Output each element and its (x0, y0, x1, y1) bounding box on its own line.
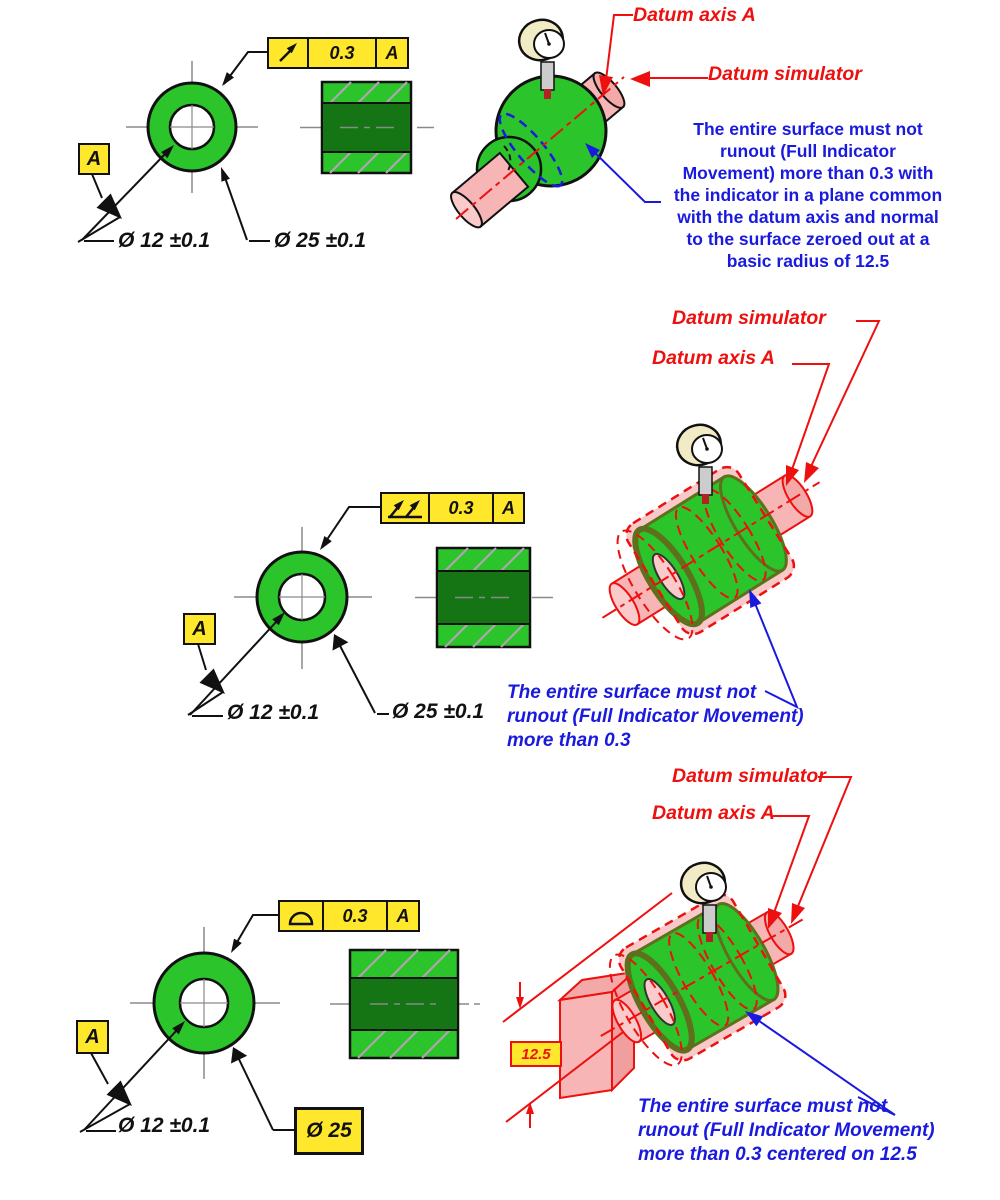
datum-flag-A-1: A (78, 143, 110, 175)
section3-blue-leader (745, 1011, 896, 1116)
section1-blue-leader (585, 143, 661, 203)
note-line: The entire surface must not (507, 682, 757, 703)
note-line: more than 0.3 (507, 730, 631, 751)
gauge-block-3d (556, 969, 638, 1100)
fcf-tolerance: 0.3 (307, 39, 375, 67)
section2-front-view (234, 527, 372, 669)
section3-leaders (79, 914, 294, 1133)
dial-indicator-icon (675, 423, 723, 504)
fcf-datum: A (375, 39, 407, 67)
tolerance-zone-outline (617, 893, 787, 1062)
datum-axis-label-2: Datum axis A (652, 347, 775, 369)
measuring-plane-circle (498, 112, 564, 188)
note-line: to the surface zeroed out at a (686, 229, 930, 249)
note-line: more than 0.3 centered on 12.5 (638, 1144, 917, 1165)
feature-control-frame-2: 0.3 A (380, 492, 525, 524)
note-line: Movement) more than 0.3 with (682, 163, 934, 183)
datum-axis-label-1: Datum axis A (633, 4, 756, 26)
fcf-tolerance: 0.3 (428, 494, 492, 522)
section3-3d-figure (600, 861, 806, 1067)
feature-control-frame-3: 0.3 A (278, 900, 420, 932)
note-2: The entire surface must not runout (Full… (507, 681, 804, 753)
datum-flag-A-2: A (183, 613, 216, 645)
feature-control-frame-1: 0.3 A (267, 37, 409, 69)
datum-axis-line (601, 481, 821, 619)
circular-runout-icon (269, 39, 307, 67)
dim-inner-1: Ø 12 ±0.1 (118, 229, 211, 252)
dim-inner-2: Ø 12 ±0.1 (227, 701, 320, 724)
section1-leaders (77, 51, 270, 243)
datum-axis-label-3: Datum axis A (652, 802, 775, 824)
dial-indicator-icon (679, 861, 727, 942)
note-line: with the datum axis and normal (677, 207, 939, 227)
basic-dim-box-diameter: Ø 25 (294, 1107, 364, 1155)
dim-outer-1: Ø 25 ±0.1 (274, 229, 367, 252)
note-1: The entire surface must not runout (Full… (618, 118, 998, 272)
datum-simulator-label-3: Datum simulator (672, 765, 826, 787)
section2-blue-leader (749, 589, 799, 710)
section1-3d-figure (450, 18, 626, 229)
datum-simulator-label-1: Datum simulator (708, 63, 862, 85)
fcf-datum: A (492, 494, 523, 522)
fcf-tolerance: 0.3 (322, 902, 386, 930)
datum-axis-line (455, 76, 625, 220)
section2-red-leaders (786, 320, 881, 486)
datum-axis-line (600, 917, 806, 1037)
dial-indicator-icon (517, 18, 565, 99)
profile-of-a-surface-icon (280, 902, 322, 930)
note-line: basic radius of 12.5 (726, 251, 890, 271)
dim-outer-2: Ø 25 ±0.1 (392, 700, 485, 723)
note-line: runout (Full Indicator Movement) (638, 1120, 935, 1141)
basic-dim-box-radius: 12.5 (510, 1041, 562, 1067)
datum-triangle-icon (106, 1080, 132, 1106)
total-runout-icon (382, 494, 428, 522)
section2-3d-figure (601, 423, 821, 641)
note-line: the indicator in a plane common (673, 185, 943, 205)
datum-flag-A-3: A (76, 1020, 109, 1054)
note-line: The entire surface must not (638, 1096, 888, 1117)
section2-leaders (187, 506, 389, 717)
datum-triangle-icon (96, 193, 122, 219)
section3-red-leaders (768, 776, 853, 929)
note-line: The entire surface must not (693, 119, 923, 139)
section3-side-view (330, 948, 480, 1060)
note-line: runout (Full Indicator Movement) (507, 706, 804, 727)
section1-red-leaders (599, 14, 708, 96)
note-3: The entire surface must not runout (Full… (638, 1095, 935, 1167)
section2-side-view (415, 546, 553, 649)
note-line: runout (Full Indicator (720, 141, 896, 161)
fcf-datum: A (386, 902, 418, 930)
dim-inner-3: Ø 12 ±0.1 (118, 1114, 211, 1137)
datum-triangle-icon (199, 668, 225, 694)
datum-simulator-label-2: Datum simulator (672, 307, 826, 329)
section1-side-view (300, 80, 434, 175)
